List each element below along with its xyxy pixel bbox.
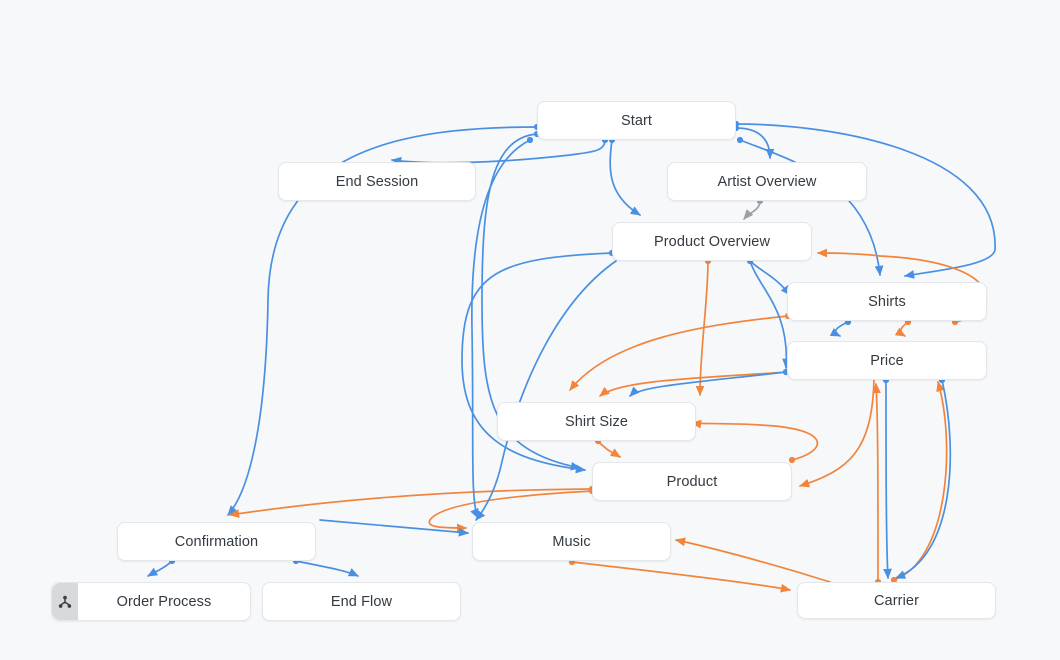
flow-node-end-session[interactable]: End Session [278,162,476,201]
flow-node-artist-overview[interactable]: Artist Overview [667,162,867,201]
edge-source-dot [736,136,744,144]
flow-edge[interactable] [571,561,792,593]
flow-edge[interactable] [675,537,831,583]
flow-edge[interactable] [319,519,470,537]
flow-node-shirts[interactable]: Shirts [787,282,987,321]
edge-source-dot [526,136,534,144]
flow-node-product[interactable]: Product [592,462,792,501]
flow-node-label: Confirmation [174,533,259,550]
flow-node-label: Carrier [873,592,919,609]
flow-edge[interactable] [599,371,789,397]
flow-edge[interactable] [883,379,892,580]
flow-edge[interactable] [147,560,173,577]
flow-edge[interactable] [228,488,593,519]
flow-edge[interactable] [690,419,819,461]
flow-node-label: End Session [335,173,419,190]
flow-node-order-process[interactable]: Order Process [51,582,251,621]
flow-edge[interactable] [799,379,875,488]
flow-edge[interactable] [872,382,881,583]
flow-edge[interactable] [893,381,948,581]
flow-edge[interactable] [735,127,775,160]
flow-node-label: End Flow [330,593,393,610]
flow-node-end-flow[interactable]: End Flow [262,582,461,621]
flow-edge[interactable] [895,379,952,579]
flow-edge[interactable] [749,260,792,370]
sitemap-icon [52,583,78,620]
flow-edge[interactable] [470,139,531,519]
edge-source-dot [788,456,796,464]
flow-node-label: Artist Overview [717,173,817,190]
flow-node-carrier[interactable]: Carrier [797,582,996,619]
flow-edge[interactable] [597,440,621,458]
flow-edge[interactable] [569,315,789,391]
flow-node-price[interactable]: Price [787,341,987,380]
flow-node-product-overview[interactable]: Product Overview [612,222,812,261]
flow-edge[interactable] [743,200,761,220]
flow-edge[interactable] [695,260,709,397]
flow-node-label: Product [666,473,718,490]
flow-node-label: Product Overview [653,233,771,250]
flow-node-confirmation[interactable]: Confirmation [117,522,316,561]
flow-edge[interactable] [829,321,849,337]
flow-node-music[interactable]: Music [472,522,671,561]
flow-node-label: Shirt Size [564,413,629,430]
flow-node-label: Price [870,352,904,369]
flow-node-start[interactable]: Start [537,101,736,140]
flow-edge[interactable] [749,260,791,296]
flow-edge[interactable] [609,139,641,216]
flow-node-label: Shirts [868,293,906,310]
flow-node-label: Music [552,533,591,550]
flow-edge[interactable] [629,371,787,397]
flow-edge[interactable] [390,139,606,166]
flow-edge[interactable] [295,560,359,577]
flow-edge[interactable] [894,321,909,337]
flow-node-label: Start [620,112,653,129]
flow-node-shirt-size[interactable]: Shirt Size [497,402,696,441]
flow-node-label: Order Process [116,593,212,610]
